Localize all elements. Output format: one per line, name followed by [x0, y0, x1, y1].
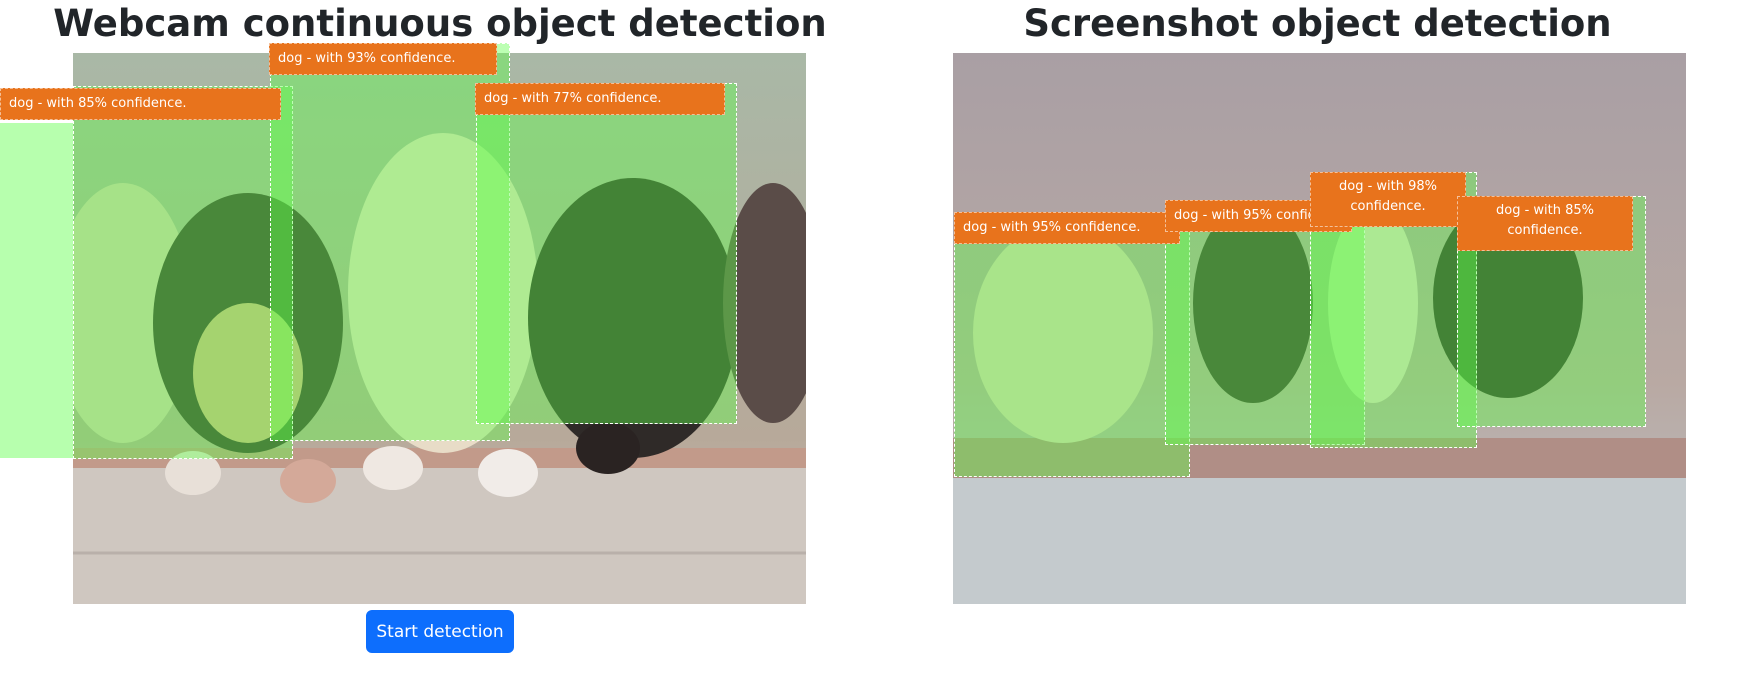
webcam-detection-title: Webcam continuous object detection: [53, 2, 827, 45]
detection-box: [0, 123, 73, 458]
start-detection-button[interactable]: Start detection: [366, 610, 514, 653]
screenshot-image: [953, 53, 1686, 604]
screenshot-detection-title: Screenshot object detection: [1023, 2, 1612, 45]
webcam-video-feed: [73, 53, 806, 604]
